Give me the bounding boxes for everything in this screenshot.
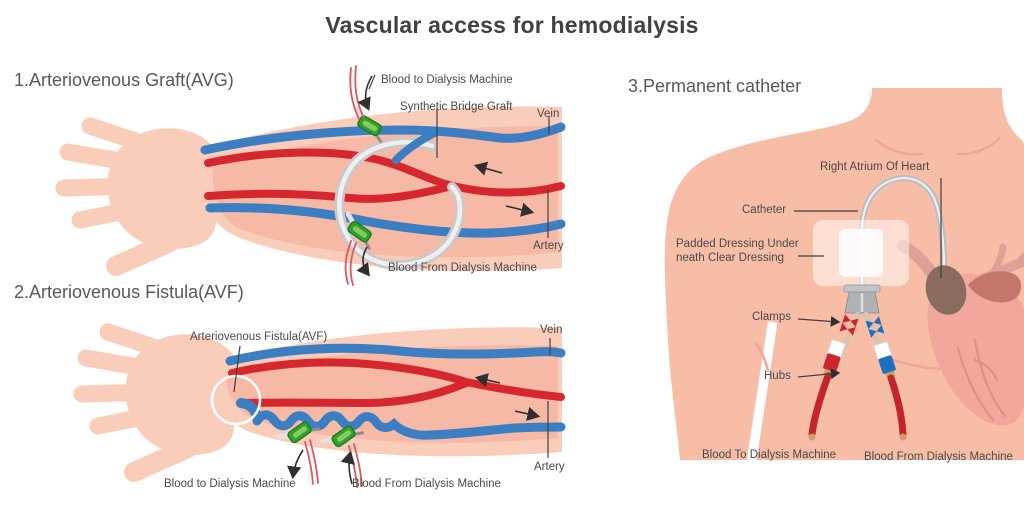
hub-blue [873, 340, 896, 379]
avg-vein-lower [205, 203, 566, 238]
heart-surface-veins [957, 339, 1006, 421]
label-catheter-dressing-1: Padded Dressing Under [676, 238, 799, 250]
catheter-torso-illustration [664, 88, 1024, 461]
label-catheter-blood-from: Blood From Dialysis Machine [864, 451, 1013, 463]
section-heading-catheter: 3.Permanent catheter [628, 76, 802, 96]
label-avg-blood-to: Blood to Dialysis Machine [381, 74, 513, 86]
avg-blood-tubing [344, 65, 365, 286]
arrow-blood-from-avf [340, 450, 355, 485]
arm-seam [747, 321, 778, 461]
avg-forearm-shading [212, 126, 558, 258]
right-atrium [925, 265, 967, 315]
flow-arrow-left-avg [473, 161, 503, 176]
section-heading-avg: 1.Arteriovenous Graft(AVG) [14, 70, 234, 90]
avg-arm-illustration [64, 65, 566, 286]
label-avg-artery: Artery [533, 240, 564, 252]
avf-blood-tubing [304, 439, 363, 488]
tube-tip-right [899, 433, 907, 441]
label-avg-vein: Vein [537, 108, 560, 120]
avg-hand [64, 126, 216, 266]
tube-from-machine [887, 374, 907, 438]
tube-to-machine [808, 372, 832, 438]
avf-vein-dilated-wavy [252, 410, 566, 440]
label-catheter-blood-to: Blood To Dialysis Machine [702, 449, 837, 461]
clamp-red [839, 314, 859, 336]
label-catheter-hubs: Hubs [764, 370, 791, 382]
label-avf-vein: Vein [540, 324, 563, 336]
flow-arrow-left-avf [474, 373, 501, 388]
avg-vein-upper [200, 122, 566, 155]
avf-artery-lower [239, 379, 470, 408]
arrow-blood-from-avg [356, 246, 370, 277]
label-avf-fistula: Arteriovenous Fistula(AVF) [190, 331, 328, 343]
label-catheter-atrium: Right Atrium Of Heart [820, 161, 930, 173]
tube-tip-left [808, 433, 816, 441]
label-avg-blood-from: Blood From Dialysis Machine [388, 262, 537, 274]
label-catheter-dressing-2: neath Clear Dressing [676, 252, 785, 264]
clamp-blue [865, 316, 885, 338]
avg-artery-upper [204, 148, 565, 197]
flow-arrow-right-avf [514, 406, 541, 421]
avf-arm-illustration [82, 327, 566, 488]
page-title: Vascular access for hemodialysis [325, 12, 699, 38]
catheter-pointer-lines [794, 178, 942, 380]
section-heading-avf: 2.Arteriovenous Fistula(AVF) [14, 282, 244, 302]
avf-vein-upper [225, 343, 566, 366]
padded-dressing [839, 229, 883, 277]
avg-artery-lower [204, 183, 452, 203]
avg-pointer-lines [368, 74, 550, 238]
arrow-blood-to-avg [357, 75, 373, 111]
avf-pointer-lines [233, 338, 551, 458]
label-catheter-clamps: Clamps [752, 311, 791, 323]
graft-loop-highlight [337, 139, 463, 268]
label-avg-graft: Synthetic Bridge Graft [400, 101, 513, 113]
label-catheter-catheter: Catheter [742, 204, 787, 216]
catheter-tube-highlight [860, 177, 946, 292]
catheter-hub-flange [843, 284, 881, 293]
label-avf-blood-to: Blood to Dialysis Machine [164, 478, 296, 490]
avf-artery-upper [228, 358, 565, 401]
flow-arrow-right-avg [505, 202, 535, 217]
arrow-blood-to-avf [287, 449, 304, 480]
label-avf-blood-from: Blood From Dialysis Machine [352, 478, 501, 490]
label-avf-artery: Artery [534, 461, 565, 473]
pulmonary-trunk [968, 271, 1022, 303]
